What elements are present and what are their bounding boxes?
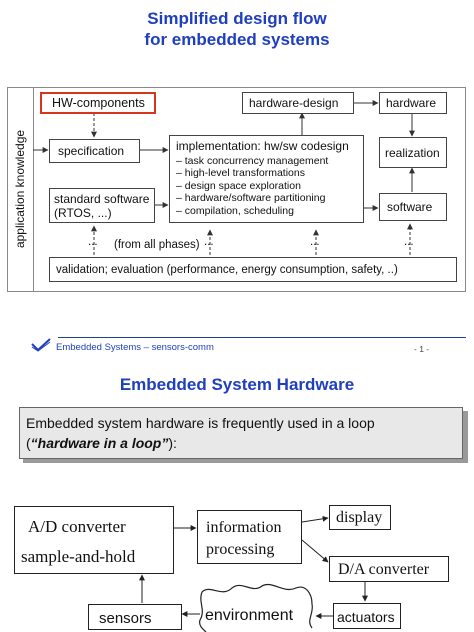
actuators-box: actuators	[333, 603, 401, 629]
ad-converter-box: A/D converter sample-and-hold	[14, 506, 174, 574]
implementation-box: implementation: hw/sw codesign task conc…	[169, 135, 364, 223]
hw-components-box: HW-components	[40, 92, 156, 114]
standard-software-box: standard software (RTOS, ...)	[49, 188, 155, 223]
impl-item-5: compilation, scheduling	[176, 205, 328, 217]
da-converter-box: D/A converter	[329, 556, 449, 582]
implementation-list: task concurrency management high-level t…	[176, 155, 329, 217]
impl-item-4: hardware/software partitioning	[176, 192, 328, 204]
callout-box: Embedded system hardware is frequently u…	[19, 407, 463, 459]
impl-item-1: task concurrency management	[176, 155, 329, 167]
footer-line	[58, 337, 466, 338]
slide-1-title: Simplified design flow for embedded syst…	[0, 8, 474, 50]
specification-box: specification	[49, 139, 140, 163]
hardware-box: hardware	[379, 92, 447, 114]
da-converter-label: D/A converter	[338, 561, 430, 578]
title-line-1: Simplified design flow	[147, 9, 327, 28]
from-all-phases-label: (from all phases)	[114, 239, 200, 251]
actuators-label: actuators	[337, 609, 395, 625]
sensors-box: sensors	[88, 604, 182, 630]
validation-box: validation; evaluation (performance, ene…	[49, 257, 457, 282]
software-label: software	[387, 200, 433, 214]
information-label: information	[206, 519, 282, 536]
display-label: display	[336, 509, 383, 526]
display-box: display	[329, 505, 391, 530]
footer-text: Embedded Systems – sensors-comm	[56, 342, 214, 353]
page-number: - 1 -	[414, 344, 430, 354]
hw-components-label: HW-components	[52, 96, 145, 110]
specification-label: specification	[58, 144, 125, 158]
environment-label: environment	[205, 607, 294, 624]
software-box: software	[379, 193, 447, 221]
ad-converter-label: A/D converter	[28, 517, 126, 536]
title-line-2: for embedded systems	[144, 30, 330, 49]
realization-box: realization	[379, 137, 447, 168]
realization-label: realization	[385, 146, 440, 160]
hardware-design-box: hardware-design	[242, 92, 354, 114]
design-flow-arrows	[33, 100, 415, 255]
logo-check-icon	[31, 338, 51, 352]
slide-2-title: Embedded System Hardware	[119, 375, 355, 394]
callout-open: (	[26, 435, 31, 451]
impl-item-3: design space exploration	[176, 180, 328, 192]
ellipsis-2: ...	[204, 236, 214, 248]
ellipsis-4: ...	[404, 236, 414, 248]
processing-label: processing	[206, 541, 275, 558]
side-label-box: application knowledge	[7, 87, 34, 292]
information-processing-box: information processing	[197, 510, 302, 564]
impl-item-2: high-level transformations	[176, 167, 328, 179]
implementation-title: implementation: hw/sw codesign	[176, 139, 349, 153]
hardware-design-label: hardware-design	[249, 96, 339, 110]
sensors-label: sensors	[99, 610, 152, 627]
callout-close: ):	[168, 435, 177, 451]
standard-software-label-1: standard software	[54, 192, 150, 206]
ellipsis-1: ...	[88, 236, 98, 248]
ellipsis-3: ...	[310, 236, 320, 248]
callout-emphasis: “hardware in a loop”	[30, 435, 169, 451]
validation-label: validation; evaluation (performance, ene…	[56, 264, 398, 276]
hardware-label: hardware	[386, 96, 437, 110]
hardware-loop-arrows	[139, 515, 368, 632]
sample-hold-label: sample-and-hold	[21, 547, 136, 566]
callout-line-1: Embedded system hardware is frequently u…	[26, 415, 375, 431]
standard-software-label-2: (RTOS, ...)	[54, 206, 112, 220]
callout-line-2: (“hardware in a loop”):	[26, 435, 177, 451]
